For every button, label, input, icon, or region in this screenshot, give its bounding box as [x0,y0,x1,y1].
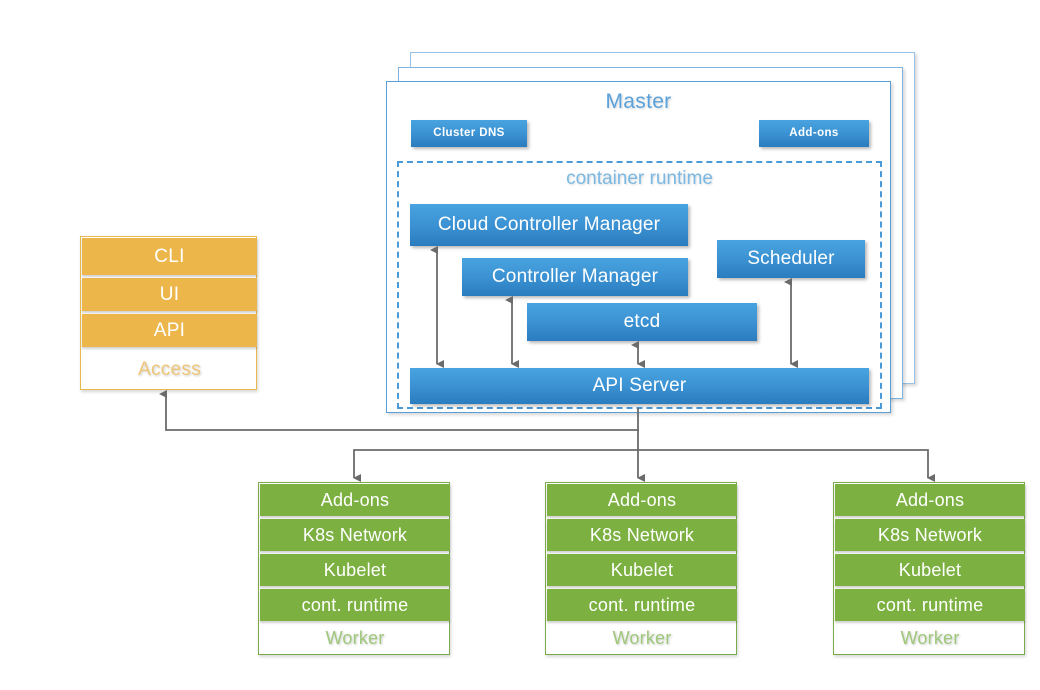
cluster-dns-box[interactable]: Cluster DNS [411,120,527,147]
worker-2-row-network[interactable]: K8s Network [547,519,737,551]
worker-3-row-runtime-label: cont. runtime [876,594,984,615]
access-title: Access [82,350,257,389]
access-row-ui-label: UI [159,283,180,305]
worker-node-1: Add-ons K8s Network Kubelet cont. runtim… [258,482,450,655]
worker-3-row-network[interactable]: K8s Network [835,519,1025,551]
access-row-ui[interactable]: UI [82,278,257,311]
worker-3-title: Worker [835,623,1025,654]
cloud-controller-manager-box[interactable]: Cloud Controller Manager [410,204,688,246]
worker-node-3: Add-ons K8s Network Kubelet cont. runtim… [833,482,1025,655]
worker-1-title: Worker [260,623,450,654]
link-apiserver-worker-1 [353,449,638,482]
etcd-label: etcd [623,310,661,332]
worker-1-row-addons-label: Add-ons [320,489,390,510]
worker-1-row-network-label: K8s Network [302,524,408,545]
api-server-label: API Server [592,374,687,396]
worker-1-row-runtime[interactable]: cont. runtime [260,589,450,621]
worker-1-row-kubelet[interactable]: Kubelet [260,554,450,586]
worker-2-row-runtime-label: cont. runtime [588,594,696,615]
controller-manager-box[interactable]: Controller Manager [462,258,688,296]
access-row-api[interactable]: API [82,314,257,347]
worker-3-row-addons[interactable]: Add-ons [835,484,1025,516]
access-row-cli-label: CLI [154,245,185,267]
cloud-controller-manager-label: Cloud Controller Manager [437,213,661,235]
scheduler-box[interactable]: Scheduler [717,240,865,278]
worker-3-row-network-label: K8s Network [877,524,983,545]
worker-2-row-runtime[interactable]: cont. runtime [547,589,737,621]
access-panel: CLI UI API Access [80,236,257,390]
worker-1-row-network[interactable]: K8s Network [260,519,450,551]
link-apiserver-worker-3 [638,449,935,482]
worker-2-row-kubelet[interactable]: Kubelet [547,554,737,586]
worker-node-2: Add-ons K8s Network Kubelet cont. runtim… [545,482,737,655]
master-title: Master [605,90,672,113]
worker-1-row-addons[interactable]: Add-ons [260,484,450,516]
worker-3-row-runtime[interactable]: cont. runtime [835,589,1025,621]
access-title-label: Access [137,358,202,380]
container-runtime-title: container runtime [566,168,713,189]
worker-2-row-addons[interactable]: Add-ons [547,484,737,516]
cluster-dns-label: Cluster DNS [433,127,505,140]
master-addons-box[interactable]: Add-ons [759,120,869,147]
worker-2-row-addons-label: Add-ons [607,489,677,510]
worker-1-row-kubelet-label: Kubelet [323,559,387,580]
worker-2-row-kubelet-label: Kubelet [610,559,674,580]
worker-3-row-kubelet-label: Kubelet [898,559,962,580]
master-addons-label: Add-ons [789,127,839,140]
worker-3-title-label: Worker [900,628,960,648]
worker-2-row-network-label: K8s Network [589,524,695,545]
worker-3-row-kubelet[interactable]: Kubelet [835,554,1025,586]
worker-3-row-addons-label: Add-ons [895,489,965,510]
worker-1-row-runtime-label: cont. runtime [301,594,409,615]
worker-2-title: Worker [547,623,737,654]
access-row-api-label: API [153,319,186,341]
scheduler-label: Scheduler [747,247,835,269]
container-runtime-region: container runtime [397,161,882,409]
api-server-box[interactable]: API Server [410,368,869,404]
worker-2-title-label: Worker [612,628,672,648]
controller-manager-label: Controller Manager [491,265,659,287]
worker-1-title-label: Worker [325,628,385,648]
access-row-cli[interactable]: CLI [82,238,257,275]
etcd-box[interactable]: etcd [527,303,757,341]
